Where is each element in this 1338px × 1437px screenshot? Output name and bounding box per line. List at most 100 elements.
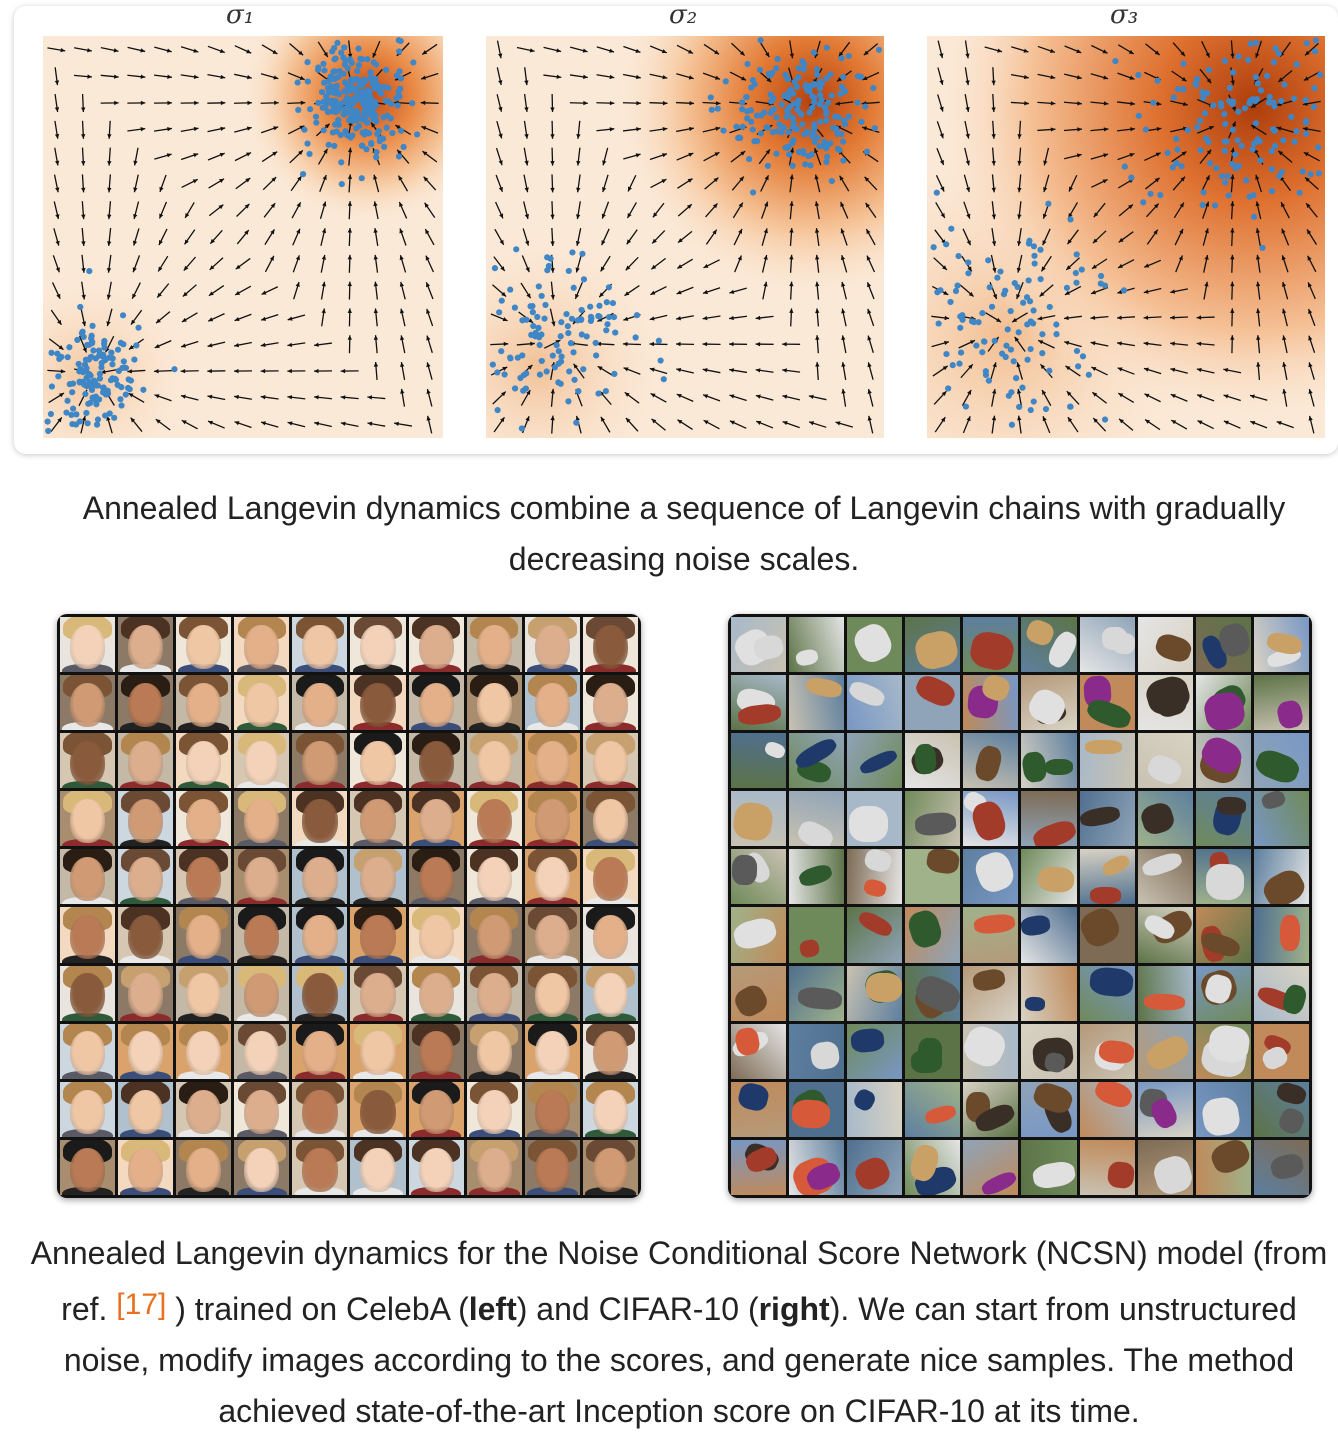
face-sample	[525, 791, 580, 846]
face-sample	[176, 849, 231, 904]
face-sample	[176, 791, 231, 846]
sample-point	[1053, 331, 1059, 337]
sample-point	[1315, 144, 1321, 150]
sample-point	[88, 335, 94, 341]
caption2-text-2: ) trained on CelebA (	[166, 1291, 468, 1327]
sample-point	[824, 154, 830, 160]
sample-point	[85, 420, 91, 426]
face-shape	[186, 1090, 221, 1134]
face-shape	[477, 625, 512, 669]
sample-point	[956, 361, 962, 367]
sample-point	[100, 354, 106, 360]
sample-point	[65, 354, 71, 360]
face-shape	[302, 973, 337, 1017]
face-sample	[118, 907, 173, 962]
cifar-object	[917, 1038, 942, 1067]
sample-point	[118, 384, 124, 390]
face-shape	[70, 741, 105, 785]
sample-point	[565, 323, 571, 329]
cifar-object	[1280, 915, 1301, 952]
face-sample	[292, 1082, 347, 1137]
face-sample	[292, 907, 347, 962]
sample-point	[86, 268, 92, 274]
sample-point	[396, 68, 402, 74]
cifar-sample	[905, 1082, 960, 1137]
sample-point	[108, 349, 114, 355]
cifar-sample	[1021, 1140, 1076, 1195]
cifar-object	[805, 675, 843, 699]
face-shape	[360, 973, 395, 1017]
sample-point	[123, 391, 129, 397]
sample-point	[45, 419, 51, 425]
cifar-sample	[1138, 733, 1193, 788]
reference-link[interactable]: [17]	[116, 1288, 166, 1321]
sample-point	[1207, 160, 1213, 166]
face-shape	[593, 1031, 628, 1075]
face-sample	[525, 966, 580, 1021]
sample-point	[864, 149, 870, 155]
cifar-object	[913, 675, 958, 710]
sample-point	[1136, 113, 1142, 119]
face-shape	[419, 1148, 454, 1192]
sample-point	[757, 37, 763, 43]
face-shape	[593, 741, 628, 785]
sample-point	[1281, 81, 1287, 87]
sample-point	[943, 351, 949, 357]
sample-point	[584, 333, 590, 339]
sample-point	[785, 129, 791, 135]
sample-point	[1230, 69, 1236, 75]
cifar-object	[1085, 740, 1122, 754]
sample-point	[306, 151, 312, 157]
sample-point	[1264, 73, 1270, 79]
cifar-sample	[1196, 907, 1251, 962]
face-shape	[593, 973, 628, 1017]
cifar-sample	[1080, 733, 1135, 788]
face-sample	[292, 733, 347, 788]
sample-point	[89, 395, 95, 401]
cifar-object	[1138, 799, 1177, 836]
cifar-object	[798, 939, 820, 959]
sample-point	[1008, 347, 1014, 353]
sample-point	[1225, 173, 1231, 179]
face-shape	[419, 1031, 454, 1075]
sample-point	[596, 303, 602, 309]
sample-point	[989, 304, 995, 310]
sample-point	[69, 389, 75, 395]
sample-point	[401, 144, 407, 150]
cifar-sample	[963, 617, 1018, 672]
sample-point	[1250, 146, 1256, 152]
face-sample	[525, 1140, 580, 1195]
cifar-sample	[1021, 966, 1076, 1021]
face-sample	[467, 1024, 522, 1079]
sample-point	[757, 67, 763, 73]
cifar-object	[972, 849, 1018, 896]
sample-point	[384, 113, 390, 119]
face-shape	[535, 799, 570, 843]
sample-point	[120, 312, 126, 318]
sample-point	[1016, 329, 1022, 335]
sample-point	[575, 388, 581, 394]
face-shape	[477, 857, 512, 901]
sample-point	[366, 89, 372, 95]
figure-caption-1: Annealed Langevin dynamics combine a seq…	[30, 483, 1338, 585]
sample-point	[323, 93, 329, 99]
cifar-sample	[789, 791, 844, 846]
face-sample	[176, 966, 231, 1021]
cifar-sample	[1196, 791, 1251, 846]
sample-point	[305, 78, 311, 84]
face-shape	[186, 915, 221, 959]
sample-point	[1039, 350, 1045, 356]
face-sample	[60, 733, 115, 788]
sample-point	[720, 128, 726, 134]
face-shape	[360, 1148, 395, 1192]
sample-point	[987, 284, 993, 290]
sample-point	[593, 352, 599, 358]
face-sample	[350, 849, 405, 904]
sample-point	[341, 44, 347, 50]
sample-point	[811, 121, 817, 127]
sample-point	[579, 251, 585, 257]
cifar-sample	[731, 1024, 786, 1079]
sample-point	[544, 254, 550, 260]
cifar-sample	[905, 675, 960, 730]
sample-point	[1038, 276, 1044, 282]
